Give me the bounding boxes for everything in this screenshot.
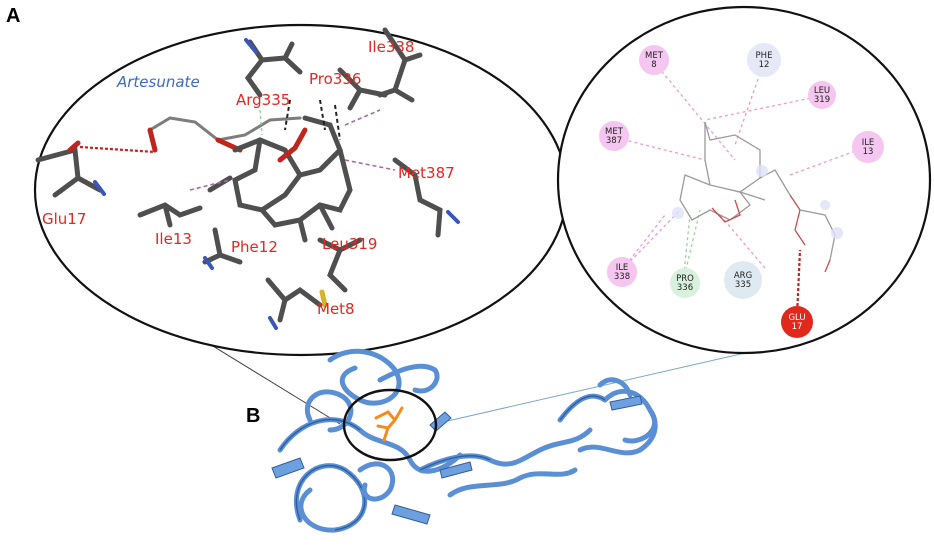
panel-label-b: B: [246, 405, 260, 427]
residue-2d-met387: MET 387: [599, 121, 629, 151]
svg-text:GLU: GLU: [788, 313, 805, 323]
residue-2d-glu17: GLU 17: [781, 306, 813, 338]
svg-text:MET: MET: [645, 51, 664, 61]
residue-3d-label: Met387: [398, 164, 455, 182]
residue-2d-ile338: ILE 338: [607, 257, 637, 287]
svg-text:338: 338: [614, 272, 630, 282]
residue-3d-label: Met8: [317, 300, 355, 318]
residue-3d-label: Phe12: [231, 238, 278, 256]
residue-2d-phe12: PHE 12: [747, 43, 781, 77]
svg-text:ARG: ARG: [734, 271, 752, 281]
protein-ribbon-structure: [271, 348, 658, 533]
svg-text:13: 13: [863, 147, 874, 157]
svg-text:PRO: PRO: [676, 274, 694, 284]
residue-2d-met8: MET 8: [639, 45, 669, 75]
svg-text:PHE: PHE: [756, 51, 773, 61]
svg-text:ILE: ILE: [616, 263, 629, 273]
residue-3d-label: Arg335: [236, 91, 290, 109]
residue-3d-label: Pro336: [309, 70, 361, 88]
interaction-2d-ellipse: [556, 5, 932, 355]
svg-text:319: 319: [814, 95, 830, 105]
residue-2d-ile13: ILE 13: [852, 131, 884, 163]
artesunate-3d-sticks: [35, 27, 460, 330]
svg-text:336: 336: [677, 283, 693, 293]
residue-2d-pro336: PRO 336: [670, 268, 700, 298]
zoom-line-right: [429, 352, 746, 426]
svg-text:387: 387: [606, 136, 622, 146]
svg-text:LEU: LEU: [814, 86, 830, 96]
residue-3d-label: Ile13: [155, 230, 192, 248]
svg-text:ILE: ILE: [862, 138, 875, 148]
svg-text:335: 335: [735, 280, 751, 290]
binding-site-circle: [342, 388, 438, 462]
svg-text:MET: MET: [605, 127, 624, 137]
residue-3d-label: Leu319: [322, 235, 377, 253]
svg-text:17: 17: [792, 322, 803, 332]
binding-site-3d-ellipse: [33, 23, 569, 357]
svg-text:8: 8: [651, 60, 656, 70]
residue-3d-label: Glu17: [42, 210, 86, 228]
residue-2d-arg335: ARG 335: [724, 261, 762, 299]
panel-label-a: A: [6, 5, 20, 27]
ligand-label: Artesunate: [116, 73, 200, 91]
svg-text:12: 12: [759, 60, 770, 70]
residue-2d-leu319: LEU 319: [808, 81, 836, 109]
interaction-2d-diagram: [616, 61, 867, 317]
residue-3d-label: Ile338: [368, 38, 414, 56]
